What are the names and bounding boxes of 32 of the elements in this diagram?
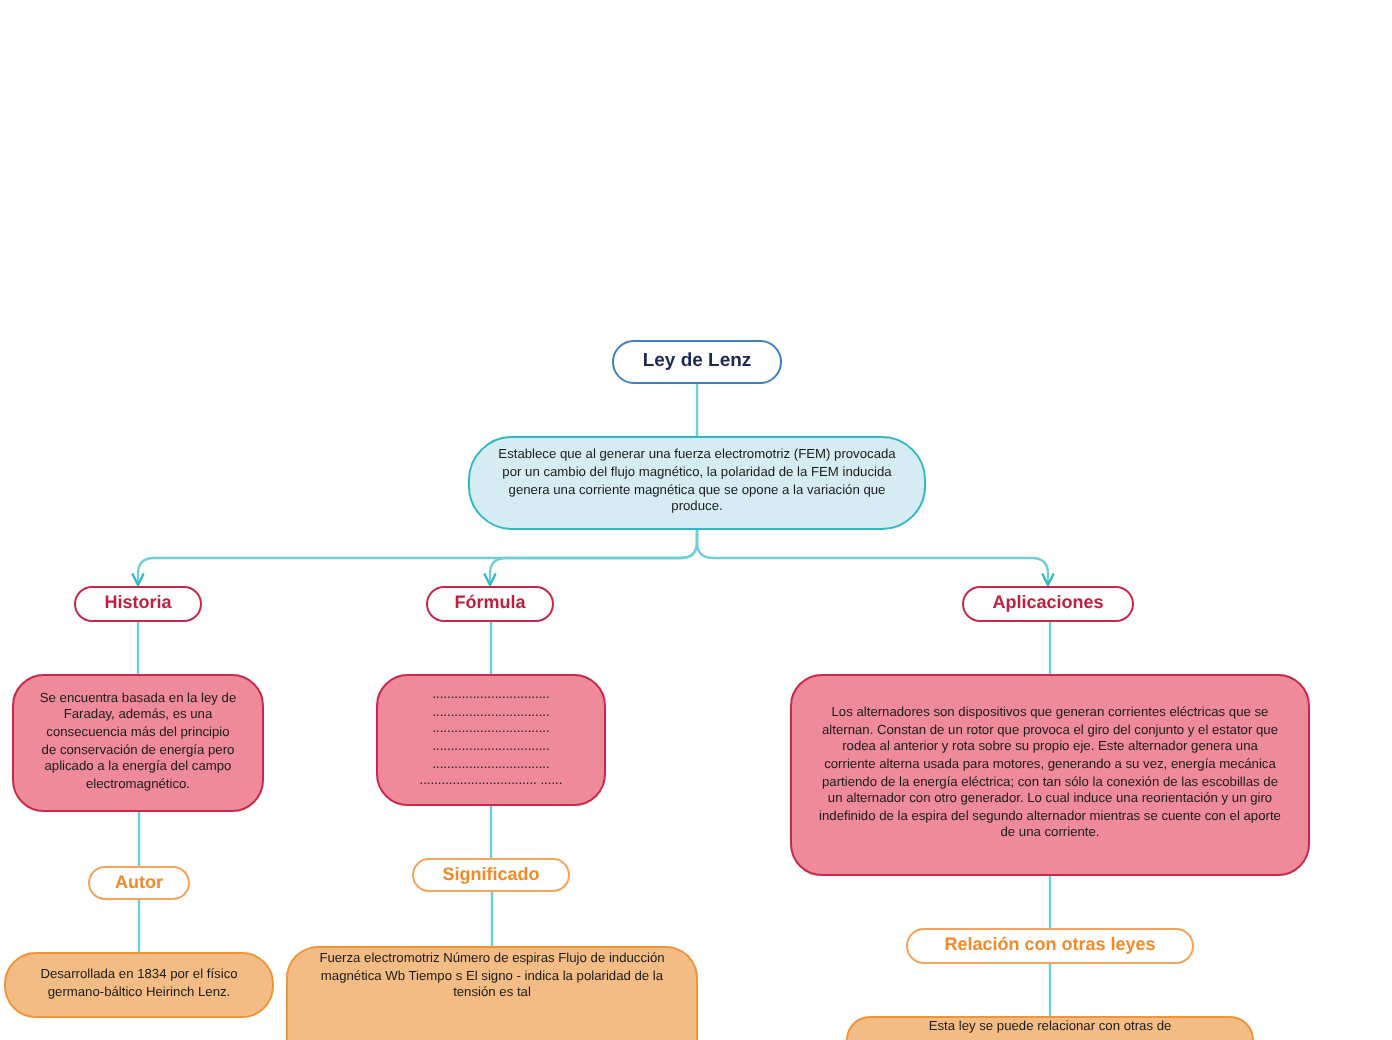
detail-box: [12, 674, 264, 812]
connector-line: [489, 806, 493, 858]
detail-box: [790, 674, 1310, 876]
connector-line: [489, 622, 493, 674]
subdetail-box: [286, 946, 698, 1040]
connector-line: [1048, 964, 1052, 1016]
subtopic-box: [906, 928, 1194, 964]
detail-box: [376, 674, 606, 806]
connector-line: [490, 892, 494, 946]
connector-line: [1048, 876, 1052, 928]
title-box: [612, 340, 782, 384]
subdetail-box: [4, 952, 274, 1018]
main-idea-box: [468, 436, 926, 530]
connector-line: [137, 812, 141, 866]
topic-box: [74, 586, 202, 622]
connector-line: [136, 622, 140, 674]
node-text: Autor: [115, 871, 163, 895]
connector-line: [1048, 622, 1052, 674]
node-text: Relación con otras leyes: [944, 934, 1156, 958]
subtopic-box: [88, 866, 190, 900]
subdetail-box: [846, 1016, 1254, 1040]
topic-box: [426, 586, 554, 622]
node-text: Historia: [104, 592, 172, 616]
node-text: Fórmula: [454, 592, 526, 616]
node-text: Significado: [442, 863, 540, 887]
node-text: Aplicaciones: [992, 592, 1104, 616]
connector-line: [137, 900, 141, 952]
connector-line: [695, 384, 699, 436]
node-text: Ley de Lenz: [642, 349, 752, 375]
subtopic-box: [412, 858, 570, 892]
arrow: [695, 530, 1055, 587]
topic-box: [962, 586, 1134, 622]
